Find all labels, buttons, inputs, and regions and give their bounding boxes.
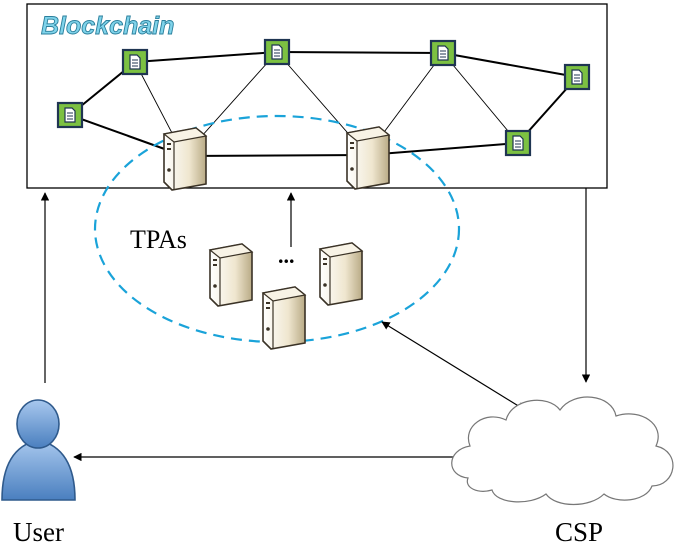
ledger-node-icon <box>121 48 149 76</box>
ellipsis-label: ... <box>278 243 295 268</box>
ledger-node-icon <box>429 39 457 67</box>
blockchain-title: Blockchain <box>41 12 174 40</box>
ledger-node-icon <box>56 101 84 129</box>
ledger-node-icon <box>504 129 532 157</box>
server-icon <box>346 126 390 190</box>
server-icon <box>209 243 253 307</box>
tpa-csp-arrow <box>381 321 526 411</box>
server-icon <box>262 286 306 350</box>
ledger-node-icon <box>563 63 591 91</box>
tpas-label: TPAs <box>130 225 187 254</box>
ledger-node-icon <box>263 38 291 66</box>
cloud-icon <box>451 396 674 505</box>
user-label: User <box>13 517 64 547</box>
server-icon <box>319 242 363 306</box>
blockchain-frame <box>26 3 608 189</box>
server-icon <box>163 127 207 191</box>
csp-label: CSP <box>555 517 603 547</box>
user-icon <box>1 399 76 501</box>
